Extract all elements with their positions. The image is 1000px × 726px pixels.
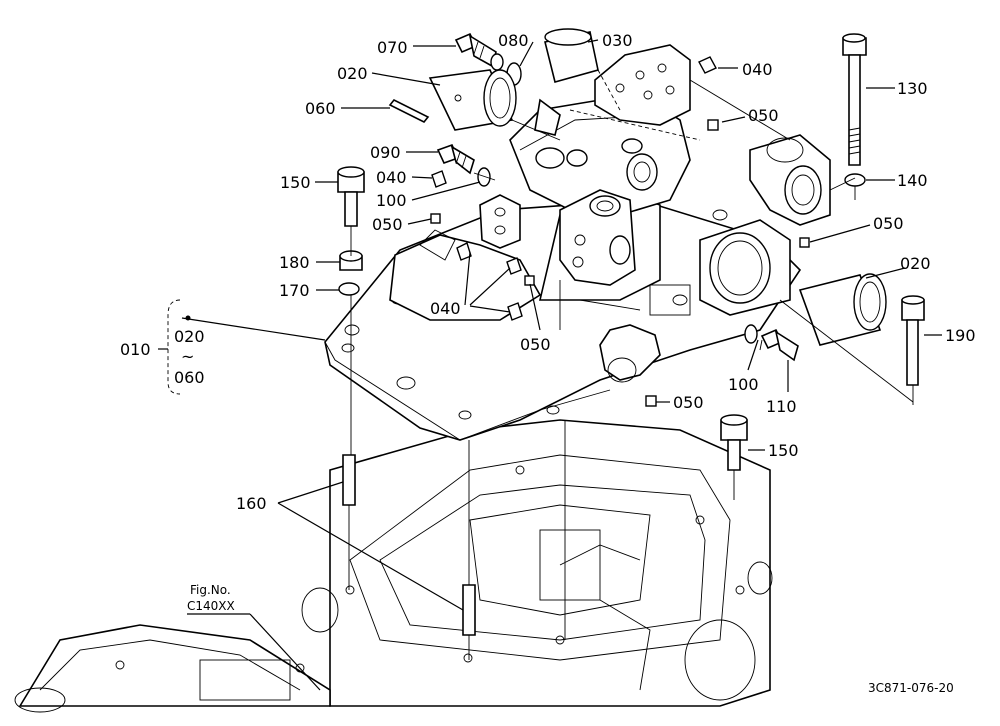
callout-160: 160 [236, 494, 267, 513]
part-140-washer [844, 173, 866, 187]
part-030-bushing [544, 28, 599, 83]
callout-180: 180 [279, 253, 310, 272]
part-050-plug-top [707, 119, 719, 131]
part-130-bolt [842, 33, 867, 166]
callout-110: 110 [766, 397, 797, 416]
part-040-plug-top [698, 56, 717, 74]
part-020-bushing-right [798, 273, 887, 346]
part-150-bolt-left [337, 166, 365, 227]
part-150-bolt-right [720, 414, 748, 471]
callout-150-left: 150 [280, 173, 311, 192]
callout-140: 140 [897, 171, 928, 190]
part-100-o-ring-right [744, 324, 758, 344]
callout-100-right: 100 [728, 375, 759, 394]
callout-labels: 070 080 030 020 060 040 050 090 040 100 … [120, 31, 976, 513]
callout-100-left: 100 [376, 191, 407, 210]
part-050-plug-right [799, 237, 810, 248]
part-160-studs [342, 454, 476, 636]
callout-150-right: 150 [768, 441, 799, 460]
callout-050-top: 050 [748, 106, 779, 125]
hydraulic-cover [324, 44, 831, 441]
part-040-plug-left [431, 170, 447, 188]
callout-040-top: 040 [742, 60, 773, 79]
callout-130: 130 [897, 79, 928, 98]
callout-050-mid: 050 [520, 335, 551, 354]
callout-020-top: 020 [337, 64, 368, 83]
callout-190: 190 [945, 326, 976, 345]
part-020-bushing-top [428, 69, 517, 131]
callout-040-mid: 040 [430, 299, 461, 318]
part-040-plugs-mid [456, 242, 523, 321]
figure-reference: Fig.No. C140XX [187, 583, 235, 613]
callout-070: 070 [377, 38, 408, 57]
callout-010: 010 [120, 340, 151, 359]
callout-050-bottom: 050 [673, 393, 704, 412]
assembly-range-end: 060 [174, 368, 205, 387]
part-050-plug-left [430, 213, 441, 224]
transmission-case [14, 419, 773, 713]
callout-050-right: 050 [873, 214, 904, 233]
callout-060: 060 [305, 99, 336, 118]
part-110-fitting [760, 328, 799, 362]
figure-ref-label: Fig.No. [190, 583, 231, 597]
part-070-fitting [454, 32, 504, 71]
assembly-range-start: 020 [174, 327, 205, 346]
drawing-id: 3C871-076-20 [868, 681, 954, 695]
part-090-fitting [436, 144, 475, 175]
part-170-washer [338, 282, 360, 296]
part-060-pin [388, 98, 430, 124]
part-190-bolt [901, 295, 925, 386]
callout-080: 080 [498, 31, 529, 50]
figure-ref-code: C140XX [187, 599, 235, 613]
callout-040-left: 040 [376, 168, 407, 187]
leader-lines [181, 39, 942, 691]
callout-020-right: 020 [900, 254, 931, 273]
callout-170: 170 [279, 281, 310, 300]
assembly-range-tilde: ~ [181, 347, 194, 366]
part-100-o-ring-left [477, 167, 491, 187]
part-050-plug-mid [524, 275, 535, 286]
callout-050-left: 050 [372, 215, 403, 234]
part-050-plug-bottom [645, 395, 657, 407]
callout-090: 090 [370, 143, 401, 162]
callout-030: 030 [602, 31, 633, 50]
assembly-bracket [158, 299, 191, 395]
